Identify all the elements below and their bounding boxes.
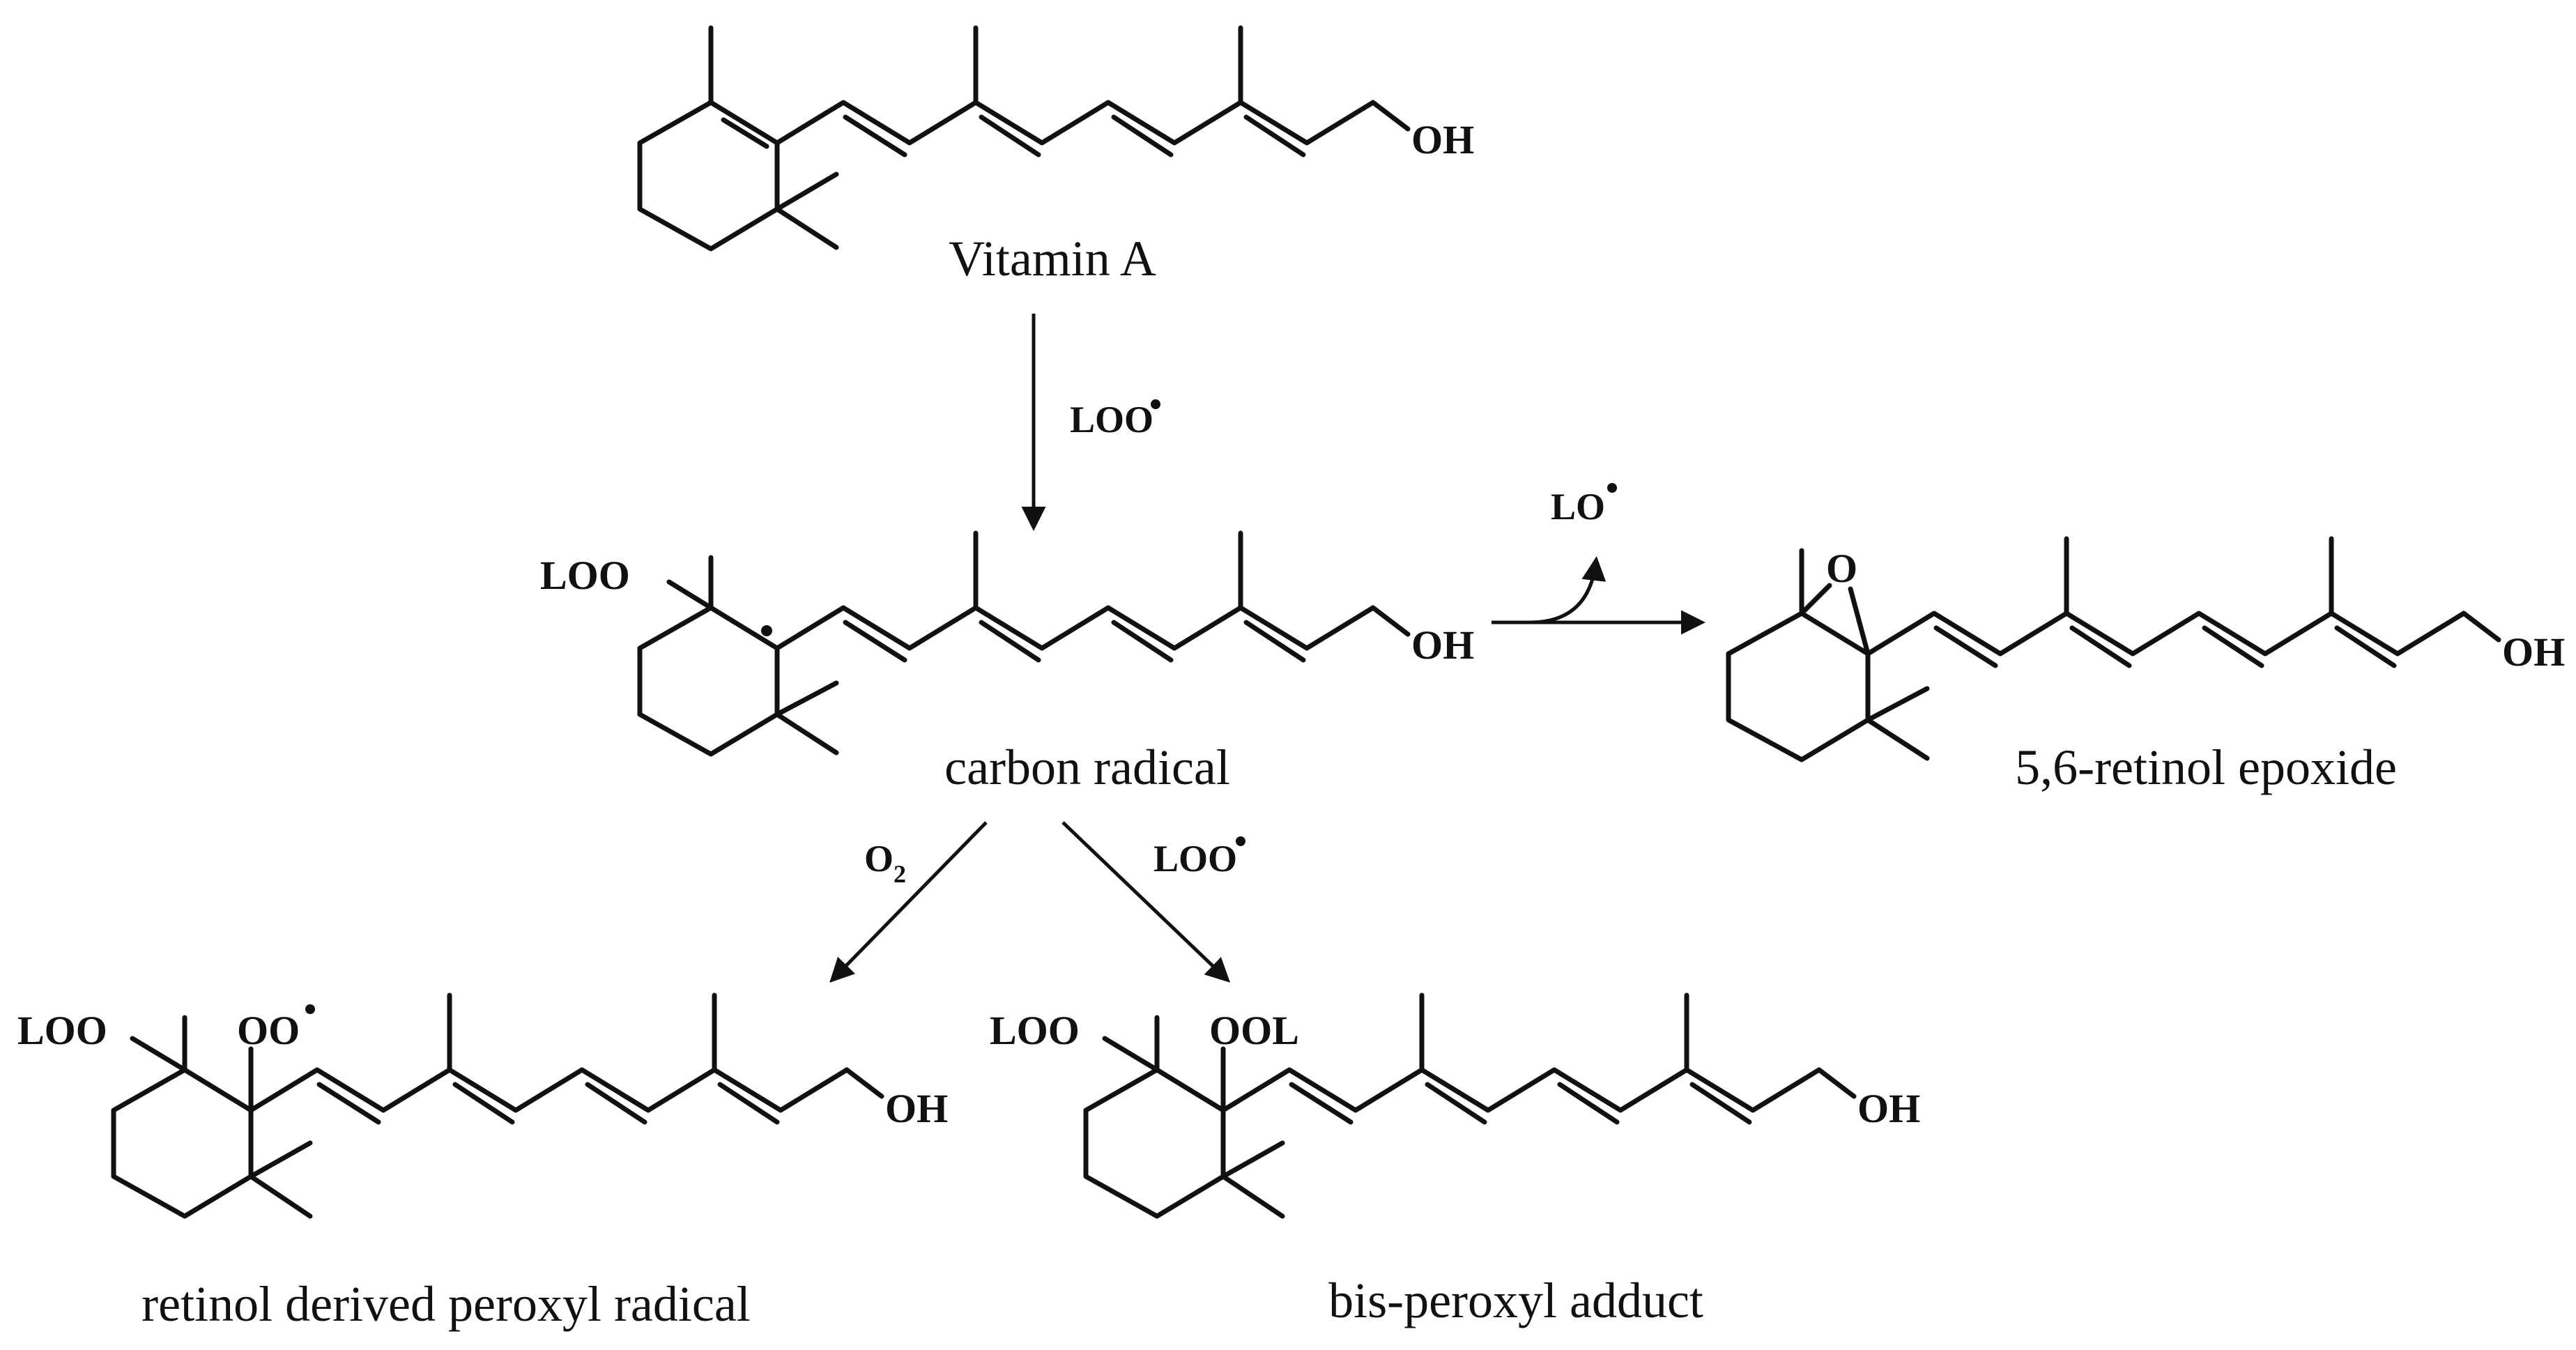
- o2-addition-arrow: [829, 821, 988, 983]
- bis-adduct-oh-label: OH: [1857, 1086, 1920, 1131]
- carbon-radical-loo-label: LOO: [540, 553, 630, 598]
- carbon-radical-caption: carbon radical: [944, 739, 1230, 795]
- lo-release-reagent: LO: [1551, 486, 1605, 528]
- lo-radical-dot: [1607, 483, 1617, 493]
- bis-adduct-ool-label: OOL: [1209, 1008, 1299, 1053]
- bis-adduct-structure: LOO OOL OH: [990, 992, 1920, 1219]
- epoxide-structure: O OH: [1726, 536, 2565, 762]
- bis-adduct-caption: bis-peroxyl adduct: [1328, 1273, 1703, 1328]
- peroxyl-oo-label: OO: [237, 1008, 300, 1053]
- vitamin-a-oh-label: OH: [1411, 117, 1474, 162]
- epoxide-oh-label: OH: [2502, 629, 2565, 675]
- peroxyl-oh-label: OH: [885, 1086, 948, 1131]
- vitamin-a-structure: OH: [637, 25, 1474, 252]
- step1-reagent: LOO: [1070, 399, 1153, 440]
- step1-radical-dot: [1151, 399, 1160, 409]
- peroxyl-radical-structure: LOO OO OH: [17, 992, 948, 1219]
- bis-adduct-loo-label: LOO: [990, 1008, 1080, 1053]
- lo-release-arrow: [1529, 556, 1607, 624]
- loo-second-radical-dot: [1236, 836, 1245, 846]
- loo-addition-arrow: [1061, 821, 1231, 983]
- peroxyl-radical-caption: retinol derived peroxyl radical: [141, 1276, 751, 1332]
- carbon-radical-structure: LOO OH: [540, 530, 1474, 757]
- loo-second-reagent: LOO: [1153, 838, 1237, 880]
- vitamin-a-caption: Vitamin A: [949, 231, 1156, 286]
- o2-reagent: O2: [864, 838, 906, 888]
- epoxide-caption: 5,6-retinol epoxide: [2015, 739, 2397, 795]
- epoxide-o-label: O: [1826, 546, 1857, 591]
- carbon-radical-oh-label: OH: [1411, 622, 1474, 668]
- peroxyl-loo-label: LOO: [17, 1008, 107, 1053]
